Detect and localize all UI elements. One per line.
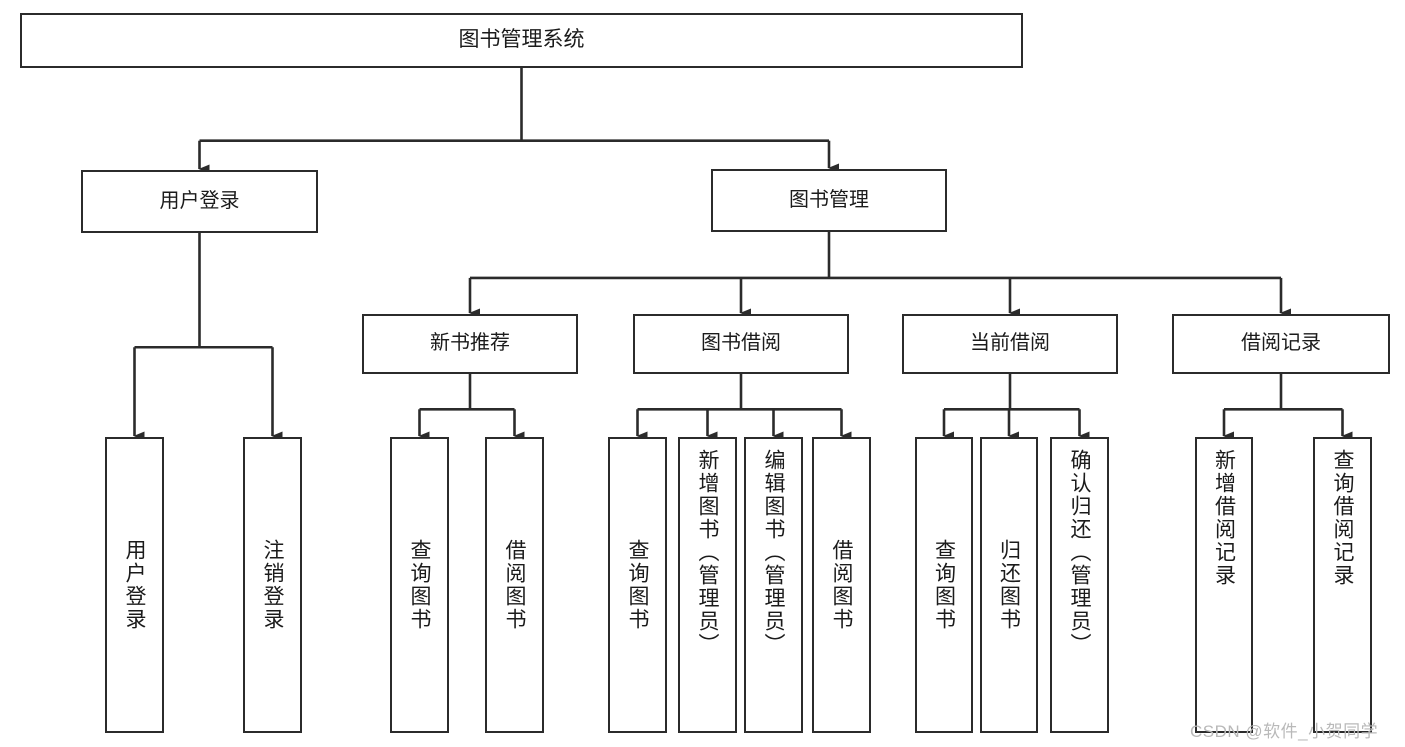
node-leaf-borrow-book-1-label: 借阅图书 xyxy=(503,539,526,631)
node-leaf-query-record[interactable]: 查询借阅记录 xyxy=(1313,437,1372,733)
node-leaf-add-record-label: 新增借阅记录 xyxy=(1212,449,1236,587)
node-leaf-return-book-label: 归还图书 xyxy=(997,539,1021,631)
node-current-borrow-label: 当前借阅 xyxy=(970,332,1050,355)
node-leaf-query-book-1[interactable]: 查询图书 xyxy=(390,437,449,733)
node-leaf-query-book-3[interactable]: 查询图书 xyxy=(915,437,973,733)
node-book-manage[interactable]: 图书管理 xyxy=(711,169,947,232)
node-leaf-query-book-3-label: 查询图书 xyxy=(932,539,956,631)
node-user-login[interactable]: 用户登录 xyxy=(81,170,318,233)
node-leaf-add-book-label: 新增图书（管理员） xyxy=(696,449,719,656)
node-leaf-confirm-return-label: 确认归还（管理员） xyxy=(1068,449,1091,656)
node-book-borrow[interactable]: 图书借阅 xyxy=(633,314,849,374)
node-leaf-borrow-book-1[interactable]: 借阅图书 xyxy=(485,437,544,733)
node-borrow-record-label: 借阅记录 xyxy=(1241,332,1321,355)
node-leaf-query-book-1-label: 查询图书 xyxy=(408,539,431,631)
node-leaf-user-login[interactable]: 用户登录 xyxy=(105,437,164,733)
node-user-login-label: 用户登录 xyxy=(159,189,240,212)
node-new-book-rec-label: 新书推荐 xyxy=(430,332,510,355)
node-root[interactable]: 图书管理系统 xyxy=(20,13,1023,68)
node-root-label: 图书管理系统 xyxy=(458,28,585,52)
node-leaf-user-logout-label: 注销登录 xyxy=(261,539,284,631)
node-borrow-record[interactable]: 借阅记录 xyxy=(1172,314,1390,374)
node-leaf-query-book-2[interactable]: 查询图书 xyxy=(608,437,667,733)
node-leaf-borrow-book-2-label: 借阅图书 xyxy=(830,539,853,631)
node-leaf-user-logout[interactable]: 注销登录 xyxy=(243,437,302,733)
node-leaf-query-record-label: 查询借阅记录 xyxy=(1331,449,1354,587)
node-leaf-edit-book-label: 编辑图书（管理员） xyxy=(762,449,785,656)
node-leaf-borrow-book-2[interactable]: 借阅图书 xyxy=(812,437,871,733)
node-book-borrow-label: 图书借阅 xyxy=(701,332,781,355)
node-book-manage-label: 图书管理 xyxy=(789,188,869,211)
node-leaf-add-record[interactable]: 新增借阅记录 xyxy=(1195,437,1253,733)
node-leaf-confirm-return[interactable]: 确认归还（管理员） xyxy=(1050,437,1109,733)
node-leaf-query-book-2-label: 查询图书 xyxy=(626,539,649,631)
connector-group xyxy=(133,68,1353,441)
node-new-book-rec[interactable]: 新书推荐 xyxy=(362,314,578,374)
node-leaf-return-book[interactable]: 归还图书 xyxy=(980,437,1038,733)
node-leaf-edit-book[interactable]: 编辑图书（管理员） xyxy=(744,437,803,733)
node-leaf-user-login-label: 用户登录 xyxy=(123,539,146,631)
node-current-borrow[interactable]: 当前借阅 xyxy=(902,314,1118,374)
node-leaf-add-book[interactable]: 新增图书（管理员） xyxy=(678,437,737,733)
